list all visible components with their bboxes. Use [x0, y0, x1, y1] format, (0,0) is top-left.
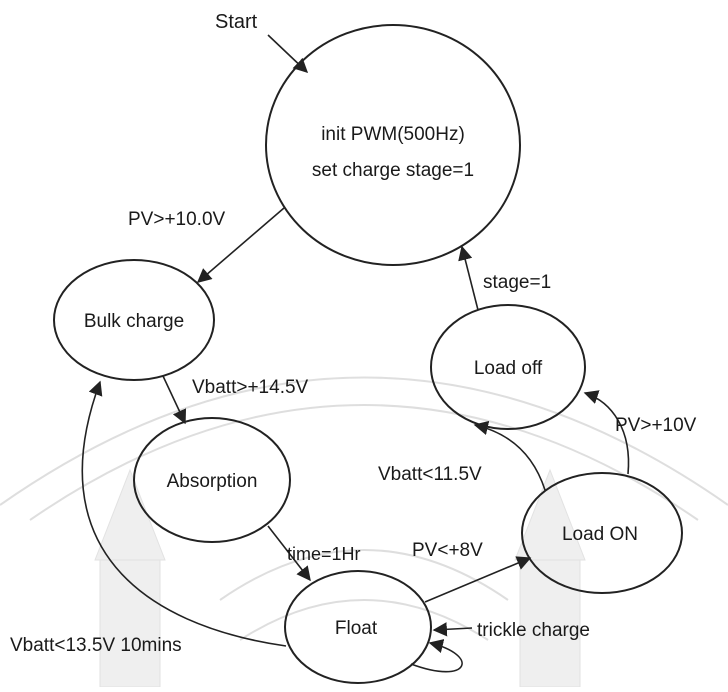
state-absorption	[133, 417, 291, 543]
label-init-to-bulk: PV>+10.0V	[128, 209, 226, 230]
label-trickle-charge: trickle charge	[477, 620, 590, 641]
state-absorption-label: Absorption	[167, 471, 258, 492]
state-init-line1: init PWM(500Hz)	[321, 124, 465, 145]
arrow-load-on-to-load-off-vbatt	[473, 420, 546, 491]
arrow-load-off-to-init	[458, 245, 479, 311]
label-load-on-to-load-off-pv: PV>+10V	[615, 415, 697, 436]
arrow-float-self-loop	[410, 639, 463, 673]
start-label: Start	[215, 11, 258, 33]
state-float	[284, 570, 432, 684]
label-float-to-load-on: PV<+8V	[412, 540, 483, 561]
arrow-init-to-bulk	[196, 207, 285, 283]
state-init-line2: set charge stage=1	[312, 160, 474, 181]
label-load-on-to-load-off-vbatt: Vbatt<11.5V	[378, 464, 482, 485]
label-load-off-to-init: stage=1	[483, 272, 551, 293]
label-absorption-to-float: time=1Hr	[287, 544, 361, 564]
label-bulk-to-absorption: Vbatt>+14.5V	[192, 377, 309, 398]
state-bulk-charge	[53, 259, 215, 381]
arrow-bulk-to-absorption	[162, 375, 187, 425]
state-bulk-charge-label: Bulk charge	[84, 311, 184, 332]
arrow-float-to-bulk	[81, 380, 287, 647]
arrow-start-to-init	[267, 34, 309, 73]
arrow-load-on-to-load-off-pv	[583, 390, 630, 475]
state-init	[265, 24, 521, 266]
label-float-to-bulk: Vbatt<13.5V 10mins	[10, 635, 182, 656]
state-float-label: Float	[335, 618, 378, 639]
arrow-float-to-load-on	[424, 556, 532, 603]
state-load-off	[430, 304, 586, 430]
state-load-off-label: Load off	[474, 358, 543, 379]
arrow-absorption-to-float	[267, 525, 311, 582]
state-load-on-label: Load ON	[562, 524, 638, 545]
state-load-on	[521, 472, 683, 594]
arrow-trickle-charge	[432, 622, 473, 637]
